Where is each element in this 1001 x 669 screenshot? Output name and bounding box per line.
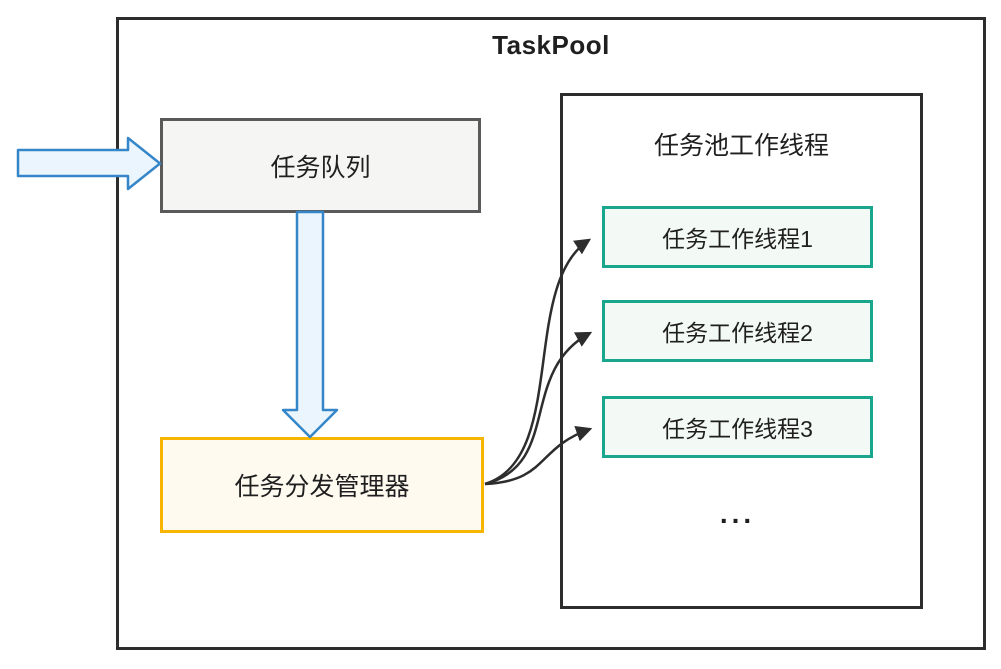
task-dispatcher-label: 任务分发管理器 — [234, 473, 410, 501]
worker-pool-title: 任务池工作线程 — [653, 132, 829, 160]
node-worker-thread-1: 任务工作线程1 — [602, 206, 873, 268]
worker-thread-3-label: 任务工作线程3 — [662, 416, 813, 442]
diagram-title: TaskPool — [492, 30, 610, 60]
task-queue-label: 任务队列 — [270, 153, 371, 182]
node-task-queue: 任务队列 — [160, 118, 481, 213]
more-workers-ellipsis: ... — [719, 498, 756, 529]
worker-thread-1-label: 任务工作线程1 — [662, 226, 813, 252]
node-worker-thread-3: 任务工作线程3 — [602, 396, 873, 458]
worker-thread-2-label: 任务工作线程2 — [662, 320, 813, 346]
node-task-dispatcher: 任务分发管理器 — [160, 437, 484, 533]
node-worker-thread-2: 任务工作线程2 — [602, 300, 873, 362]
